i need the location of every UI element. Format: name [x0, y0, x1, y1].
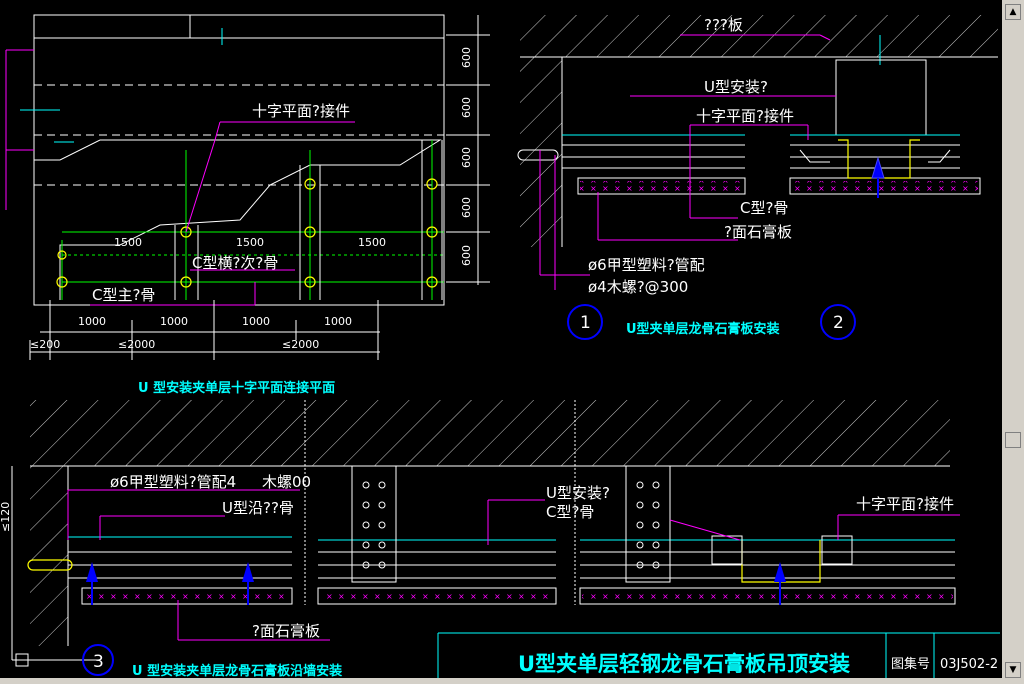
dim-1000-4: 1000 [324, 315, 352, 328]
label-c-keel-section: C型?骨 [740, 199, 788, 217]
label-cross-connector-bottom: 十字平面?接件 [856, 495, 954, 513]
dim-2000-1: ≤2000 [118, 338, 155, 351]
marker-2: 2 [833, 313, 844, 333]
title-main: U型夹单层轻钢龙骨石膏板吊顶安装 [518, 652, 850, 676]
section-view-bottom [11, 400, 960, 667]
dim-120: ≤120 [0, 502, 12, 532]
label-plastic-pipe-wall: ø6甲型塑料?管配4 [110, 473, 236, 491]
plan-dimension-lines [29, 300, 380, 360]
label-gypsum-wall: ?面石膏板 [252, 622, 320, 640]
label-c-main-keel: C型主?骨 [92, 286, 155, 304]
marker-circles [567, 304, 856, 340]
label-c-cross-sub-keel: C型横?次?骨 [192, 254, 278, 272]
dim-600-3: 600 [460, 147, 473, 168]
label-u-install-bottom: U型安装? [546, 484, 610, 502]
title-block [437, 632, 1000, 684]
horizontal-scrollbar[interactable] [0, 678, 1002, 684]
marker-1: 1 [580, 313, 591, 333]
label-wood-screw-wall: 木螺00 [262, 473, 311, 491]
dim-1500-2: 1500 [236, 236, 264, 249]
caption-plan: U 型安装夹单层十字平面连接平面 [138, 380, 335, 396]
label-gypsum-section: ?面石膏板 [724, 223, 792, 241]
label-u-install: U型安装? [704, 78, 768, 96]
dim-600-5: 600 [460, 245, 473, 266]
label-c-keel-bottom: C型?骨 [546, 503, 594, 521]
marker-3: 3 [93, 652, 104, 672]
dim-600-2: 600 [460, 97, 473, 118]
label-plastic-pipe: ø6甲型塑料?管配 [588, 256, 705, 274]
dim-1000-3: 1000 [242, 315, 270, 328]
dim-1500-3: 1500 [358, 236, 386, 249]
caption-wall: U 型安装夹单层龙骨石膏板沿墙安装 [132, 663, 342, 679]
dim-600-4: 600 [460, 197, 473, 218]
atlas-number: 03J502-2 [940, 657, 998, 672]
dim-1000-1: 1000 [78, 315, 106, 328]
atlas-label: 图集号 [891, 656, 930, 672]
vertical-scrollbar[interactable]: ▲ ▼ [1002, 0, 1024, 684]
label-cross-connector-plan: 十字平面?接件 [252, 102, 350, 120]
section-view-top [517, 15, 998, 290]
scroll-down-icon[interactable]: ▼ [1005, 662, 1021, 678]
label-u-edge-keel: U型沿??骨 [222, 499, 294, 517]
dim-1000-2: 1000 [160, 315, 188, 328]
marker-circle-3 [82, 644, 114, 676]
dim-200: ≤200 [30, 338, 60, 351]
dim-600-1: 600 [460, 47, 473, 68]
dim-1500-1: 1500 [114, 236, 142, 249]
plan-view [5, 14, 490, 306]
dim-2000-2: ≤2000 [282, 338, 319, 351]
caption-section: U型夹单层龙骨石膏板安装 [626, 321, 780, 337]
label-panel: ???板 [704, 16, 743, 34]
label-cross-connector-section: 十字平面?接件 [696, 107, 794, 125]
scroll-thumb[interactable] [1005, 432, 1021, 448]
scroll-up-icon[interactable]: ▲ [1005, 4, 1021, 20]
label-wood-screw: ø4木螺?@300 [588, 278, 688, 296]
